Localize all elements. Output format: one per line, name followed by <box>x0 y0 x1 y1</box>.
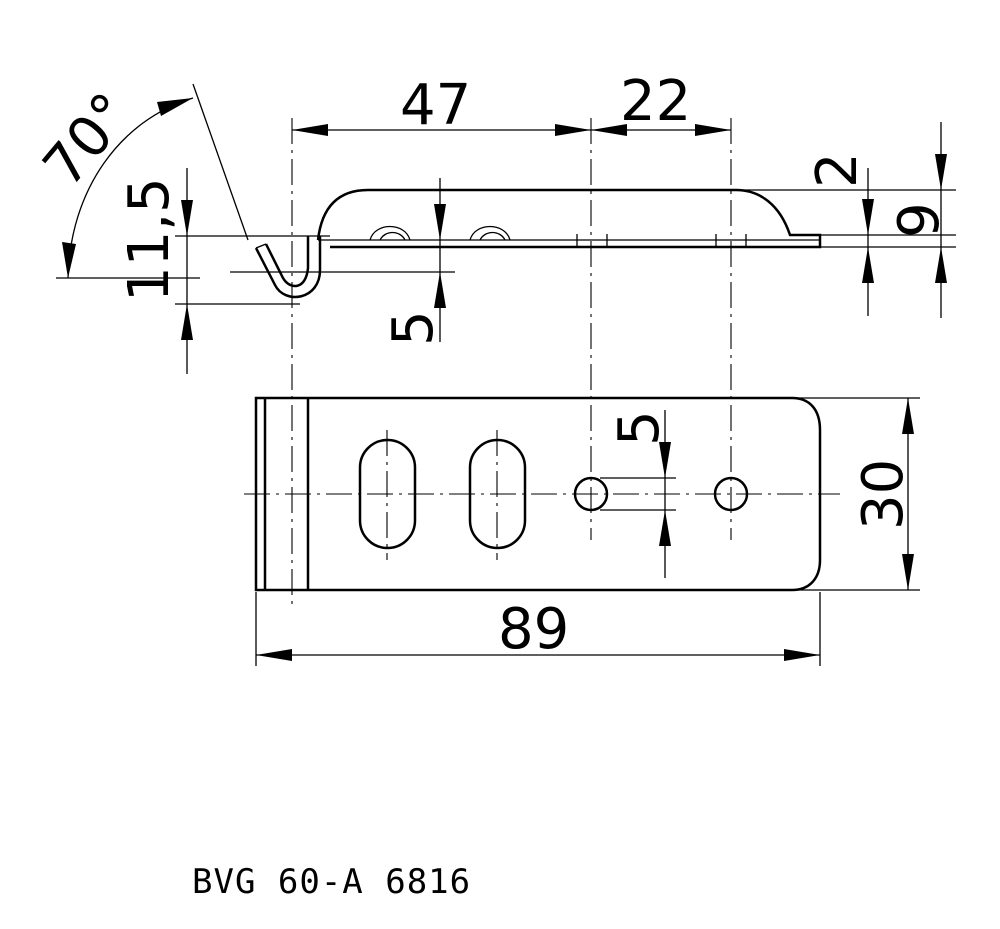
dim-height-hook: 11,5 <box>117 177 182 302</box>
center-lines <box>244 118 840 606</box>
dim-hole-diameter: 5 <box>607 410 672 446</box>
dim-hook-depth: 5 <box>381 310 446 346</box>
dimension-lines <box>56 83 956 666</box>
dim-total-height: 9 <box>887 202 952 238</box>
dimension-labels: 47 22 89 70° 11,5 5 2 9 5 30 <box>31 69 952 662</box>
dim-length-slots: 47 <box>400 73 471 138</box>
dim-hole-pitch: 22 <box>620 69 691 134</box>
dim-length: 89 <box>498 597 569 662</box>
side-view <box>254 188 822 299</box>
dim-thickness: 2 <box>805 152 870 188</box>
dim-width: 30 <box>851 459 916 530</box>
part-number: BVG 60-A 6816 <box>192 862 472 902</box>
